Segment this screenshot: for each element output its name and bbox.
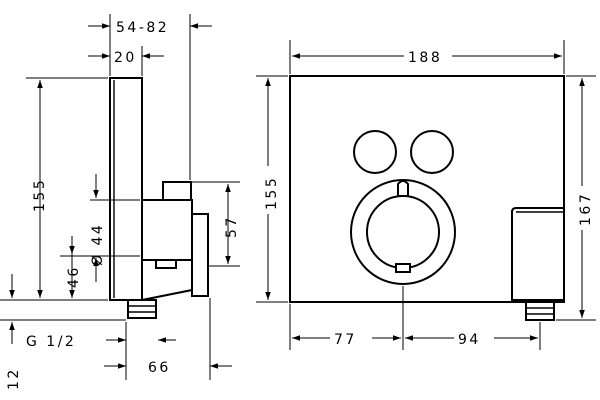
dim-front-right-offset: 94 xyxy=(458,332,481,348)
dim-front-height: 155 xyxy=(264,176,280,210)
button-top-right xyxy=(410,130,454,174)
front-dimensions: 188 155 167 77 94 xyxy=(256,40,596,350)
dim-panel-thickness: 20 xyxy=(114,50,137,66)
side-cover-plate xyxy=(109,77,143,301)
side-view xyxy=(109,77,209,319)
dim-bottom-offset: 12 xyxy=(6,367,22,390)
dim-thread: G 1/2 xyxy=(26,334,76,350)
dim-pipe-diameter: Ø 44 xyxy=(90,223,106,266)
dim-front-width: 188 xyxy=(408,50,442,66)
side-valve-module xyxy=(141,199,193,261)
dim-module-width: 66 xyxy=(148,360,171,376)
dim-side-height: 155 xyxy=(32,178,48,212)
thermostat-bottom-marker xyxy=(395,263,411,273)
dim-module-height: 57 xyxy=(224,215,240,238)
side-thread-fitting xyxy=(127,299,157,319)
hose-outlet-box xyxy=(511,207,565,301)
side-rear-housing xyxy=(191,213,209,297)
dim-depth-range: 54-82 xyxy=(116,20,169,36)
hose-fitting xyxy=(525,301,555,321)
dim-front-total-height: 167 xyxy=(578,192,594,226)
thermostat-knob xyxy=(366,195,440,269)
side-bottom-nub xyxy=(155,259,177,269)
thermostat-top-marker xyxy=(397,180,409,197)
side-dimensions: 54-82 20 155 Ø 44 46 57 xyxy=(0,14,240,390)
side-top-nozzle xyxy=(162,181,192,201)
button-top-left xyxy=(353,130,397,174)
front-view xyxy=(289,75,565,321)
dim-front-left-offset: 77 xyxy=(334,332,357,348)
dim-lower-height: 46 xyxy=(66,265,82,288)
